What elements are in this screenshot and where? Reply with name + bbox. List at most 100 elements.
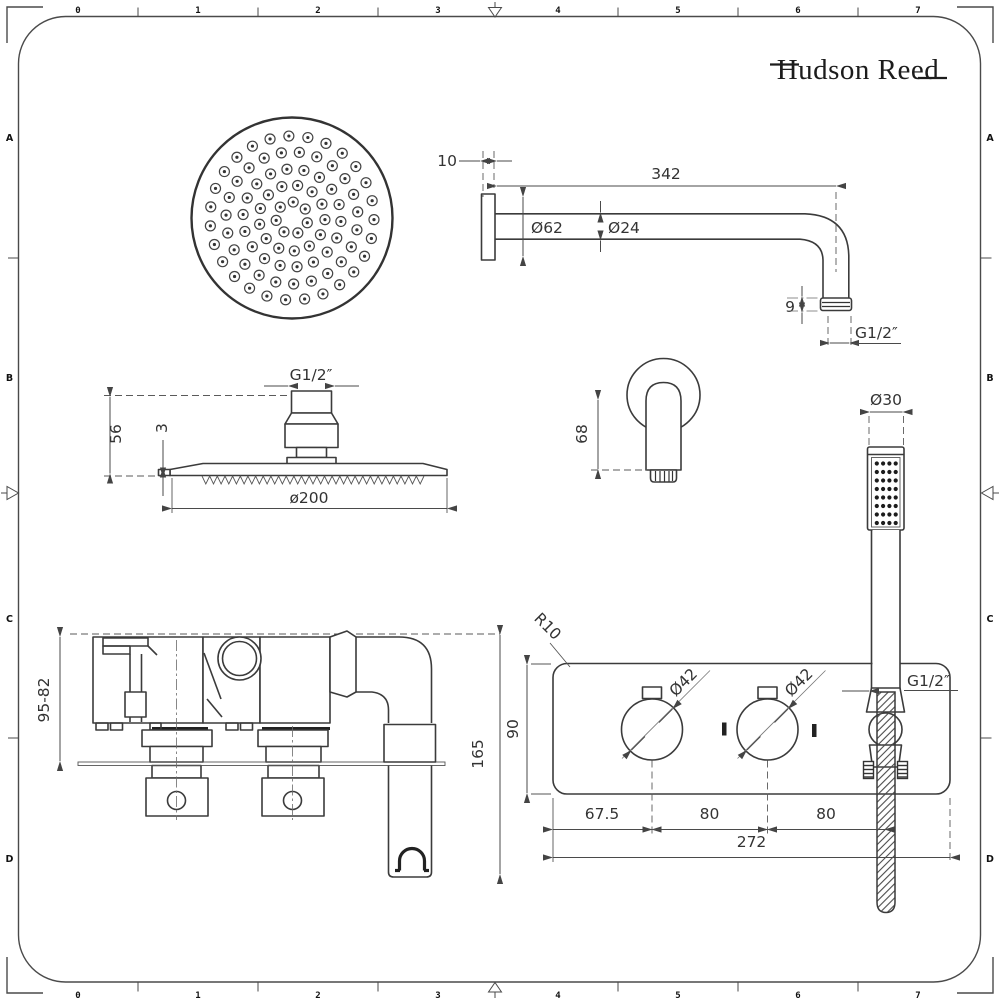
nozzle — [251, 178, 263, 190]
arm-wall-flange — [480, 193, 496, 261]
row-letters: A B C D A B C D — [6, 133, 995, 865]
nozzle — [358, 250, 371, 262]
bottom-ruler-ticks — [137, 982, 859, 992]
dim-head-thread: G1/2″ — [290, 366, 333, 384]
nozzle — [253, 269, 265, 281]
nozzle-dot — [243, 262, 247, 266]
dim-plate-height: 90 — [504, 719, 522, 739]
cartridge-step — [267, 764, 320, 779]
nozzle — [336, 147, 348, 159]
spray-hole — [881, 503, 886, 509]
nozzle — [287, 196, 299, 208]
nozzle — [317, 288, 329, 300]
nozzle-dot — [330, 164, 334, 168]
outlet-thread — [649, 469, 678, 483]
cartridge-step — [141, 729, 213, 748]
dim-flange-diameter: Ø62 — [531, 219, 563, 237]
nozzle — [350, 160, 362, 173]
head-nozzle-teeth — [201, 474, 425, 486]
nozzle-dot — [268, 172, 273, 176]
nozzle — [333, 198, 345, 211]
nozzle-dot — [325, 250, 329, 254]
nozzle — [345, 241, 357, 253]
nozzle — [303, 240, 315, 252]
nozzle — [302, 131, 314, 144]
nozzle — [260, 233, 272, 245]
nozzle — [360, 177, 372, 189]
nozzle — [298, 164, 310, 177]
nozzle — [293, 146, 305, 159]
valve-port-circle — [217, 636, 262, 681]
nozzle — [366, 195, 378, 207]
nozzle-dot — [303, 297, 307, 301]
nozzle-dot — [232, 274, 237, 279]
nozzle — [239, 258, 251, 270]
elbow-outer — [356, 636, 433, 723]
valve-body-diagonal — [203, 652, 222, 700]
nozzle-dot — [245, 196, 249, 200]
nozzle — [335, 215, 347, 228]
nozzle — [204, 220, 216, 232]
knob-tab — [757, 686, 778, 700]
nozzle — [311, 151, 323, 163]
nozzle-dot — [295, 265, 299, 269]
nozzle-dot — [235, 155, 239, 159]
spray-hole — [881, 520, 886, 526]
nozzle — [352, 206, 364, 218]
nozzle-dot — [278, 205, 282, 209]
nozzle — [291, 261, 303, 273]
spray-hole — [874, 478, 879, 483]
nozzle — [306, 186, 318, 198]
nozzle-dot — [222, 169, 227, 174]
plate-index-mark — [722, 722, 727, 736]
nozzle-dot — [265, 294, 269, 298]
nozzle-dot — [317, 175, 322, 180]
nozzle-dot — [241, 212, 245, 217]
left-control-knob — [620, 698, 684, 761]
nozzle-dot — [235, 179, 239, 183]
dim-arrow — [658, 699, 682, 723]
nozzle-dot — [372, 218, 376, 222]
nozzle — [322, 267, 334, 280]
nozzle-dot — [221, 260, 225, 264]
nozzle-dot — [285, 167, 289, 171]
ruler-number: 4 — [555, 991, 561, 1000]
ruler-number: 6 — [795, 6, 800, 16]
nozzle-dot — [326, 271, 330, 276]
dim-wall-offset: 10 — [437, 152, 457, 170]
spray-hole — [881, 495, 886, 500]
head-thread-fitting — [290, 390, 333, 414]
nozzle — [321, 246, 333, 258]
spray-hole — [887, 469, 892, 475]
dim-arm-thread: G1/2″ — [855, 324, 898, 342]
nozzle-dot — [343, 177, 347, 181]
dim-first-knob-offset: 67.5 — [585, 805, 620, 823]
spray-hole — [887, 503, 892, 509]
valve-stem-block — [124, 691, 147, 718]
handset-spray-grid — [874, 461, 898, 526]
nozzle-dot — [262, 256, 267, 261]
head-fitting-body — [284, 423, 339, 449]
ruler-number: 6 — [795, 991, 800, 1000]
nozzle — [335, 256, 347, 268]
spray-hole — [893, 512, 898, 517]
cartridge-step — [257, 729, 329, 748]
ruler-number: 2 — [315, 991, 320, 1000]
nozzle-dot — [296, 231, 300, 235]
spray-hole — [874, 512, 879, 517]
knob-dia-leader — [737, 670, 826, 759]
handset-body — [866, 446, 905, 531]
nozzle — [241, 192, 253, 204]
nozzle-dot — [369, 236, 373, 241]
nozzle-dot — [305, 221, 309, 225]
nozzle-dot — [262, 156, 266, 160]
shower-head-face-view — [190, 116, 394, 320]
nozzle — [254, 218, 266, 230]
spray-hole — [893, 478, 898, 483]
nozzle-dot — [274, 280, 278, 284]
row-letter: D — [6, 854, 14, 865]
ruler-number: 1 — [195, 991, 200, 1000]
nozzle-dot — [320, 202, 324, 206]
nozzle-dot — [349, 245, 353, 249]
